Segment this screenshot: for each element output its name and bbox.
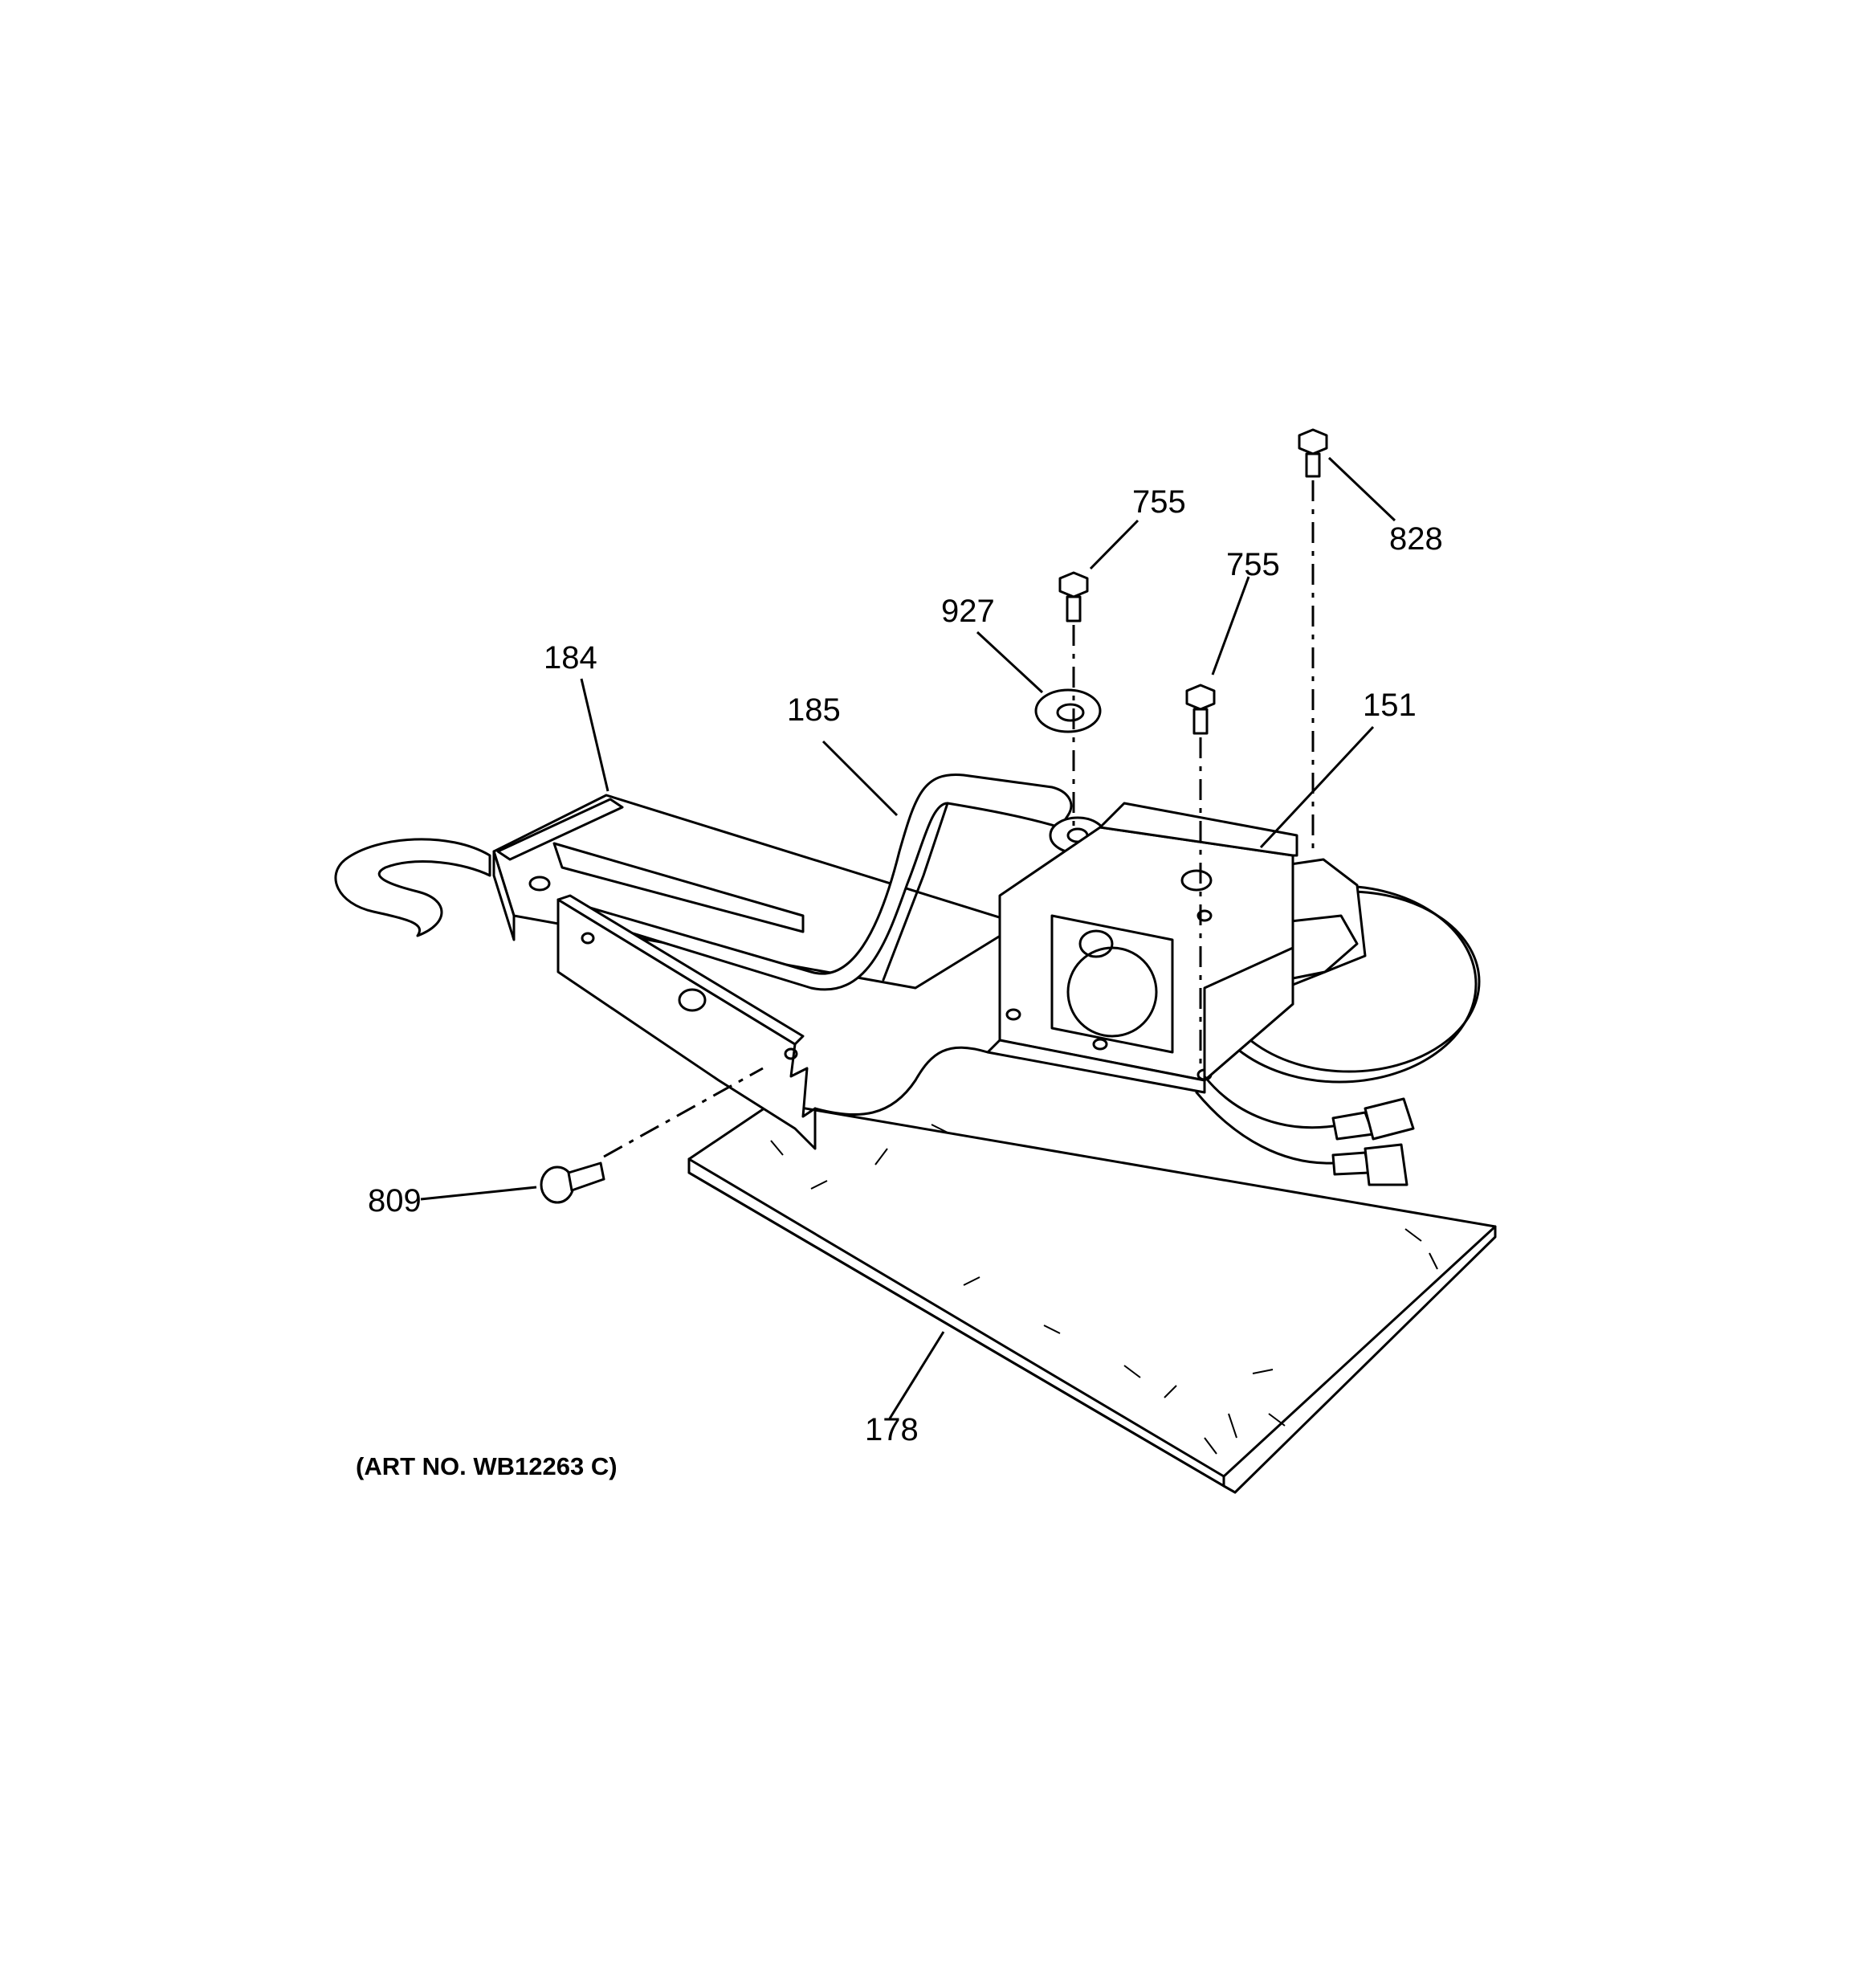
screw-755-left: [1058, 571, 1089, 623]
insulation-texture: [770, 1124, 1438, 1455]
part-184-hook-bracket: [334, 794, 1021, 990]
callout-755-left: 755: [1132, 484, 1186, 520]
side-plate: [556, 894, 989, 1150]
callout-927: 927: [941, 594, 995, 629]
wire-harness: [1195, 1075, 1415, 1186]
callouts: 828 755 755 927 184 185 151 809 178: [368, 484, 1443, 1447]
art-number: (ART NO. WB12263 C): [356, 1452, 618, 1480]
callout-755-right: 755: [1226, 547, 1280, 582]
screw-755-right: [1185, 684, 1216, 735]
washer-927: [1034, 688, 1102, 733]
callout-185: 185: [787, 692, 841, 728]
callout-178: 178: [865, 1412, 919, 1447]
leader-lines: [420, 456, 1396, 1419]
screw-809: [540, 1161, 605, 1204]
screw-828: [1298, 428, 1328, 478]
callout-809: 809: [368, 1183, 422, 1219]
part-178-insulation-pad: [687, 1101, 1497, 1494]
motor-mount-bracket: [986, 802, 1298, 1094]
callout-151: 151: [1363, 688, 1417, 723]
callout-184: 184: [544, 640, 597, 676]
callout-828: 828: [1389, 521, 1443, 557]
